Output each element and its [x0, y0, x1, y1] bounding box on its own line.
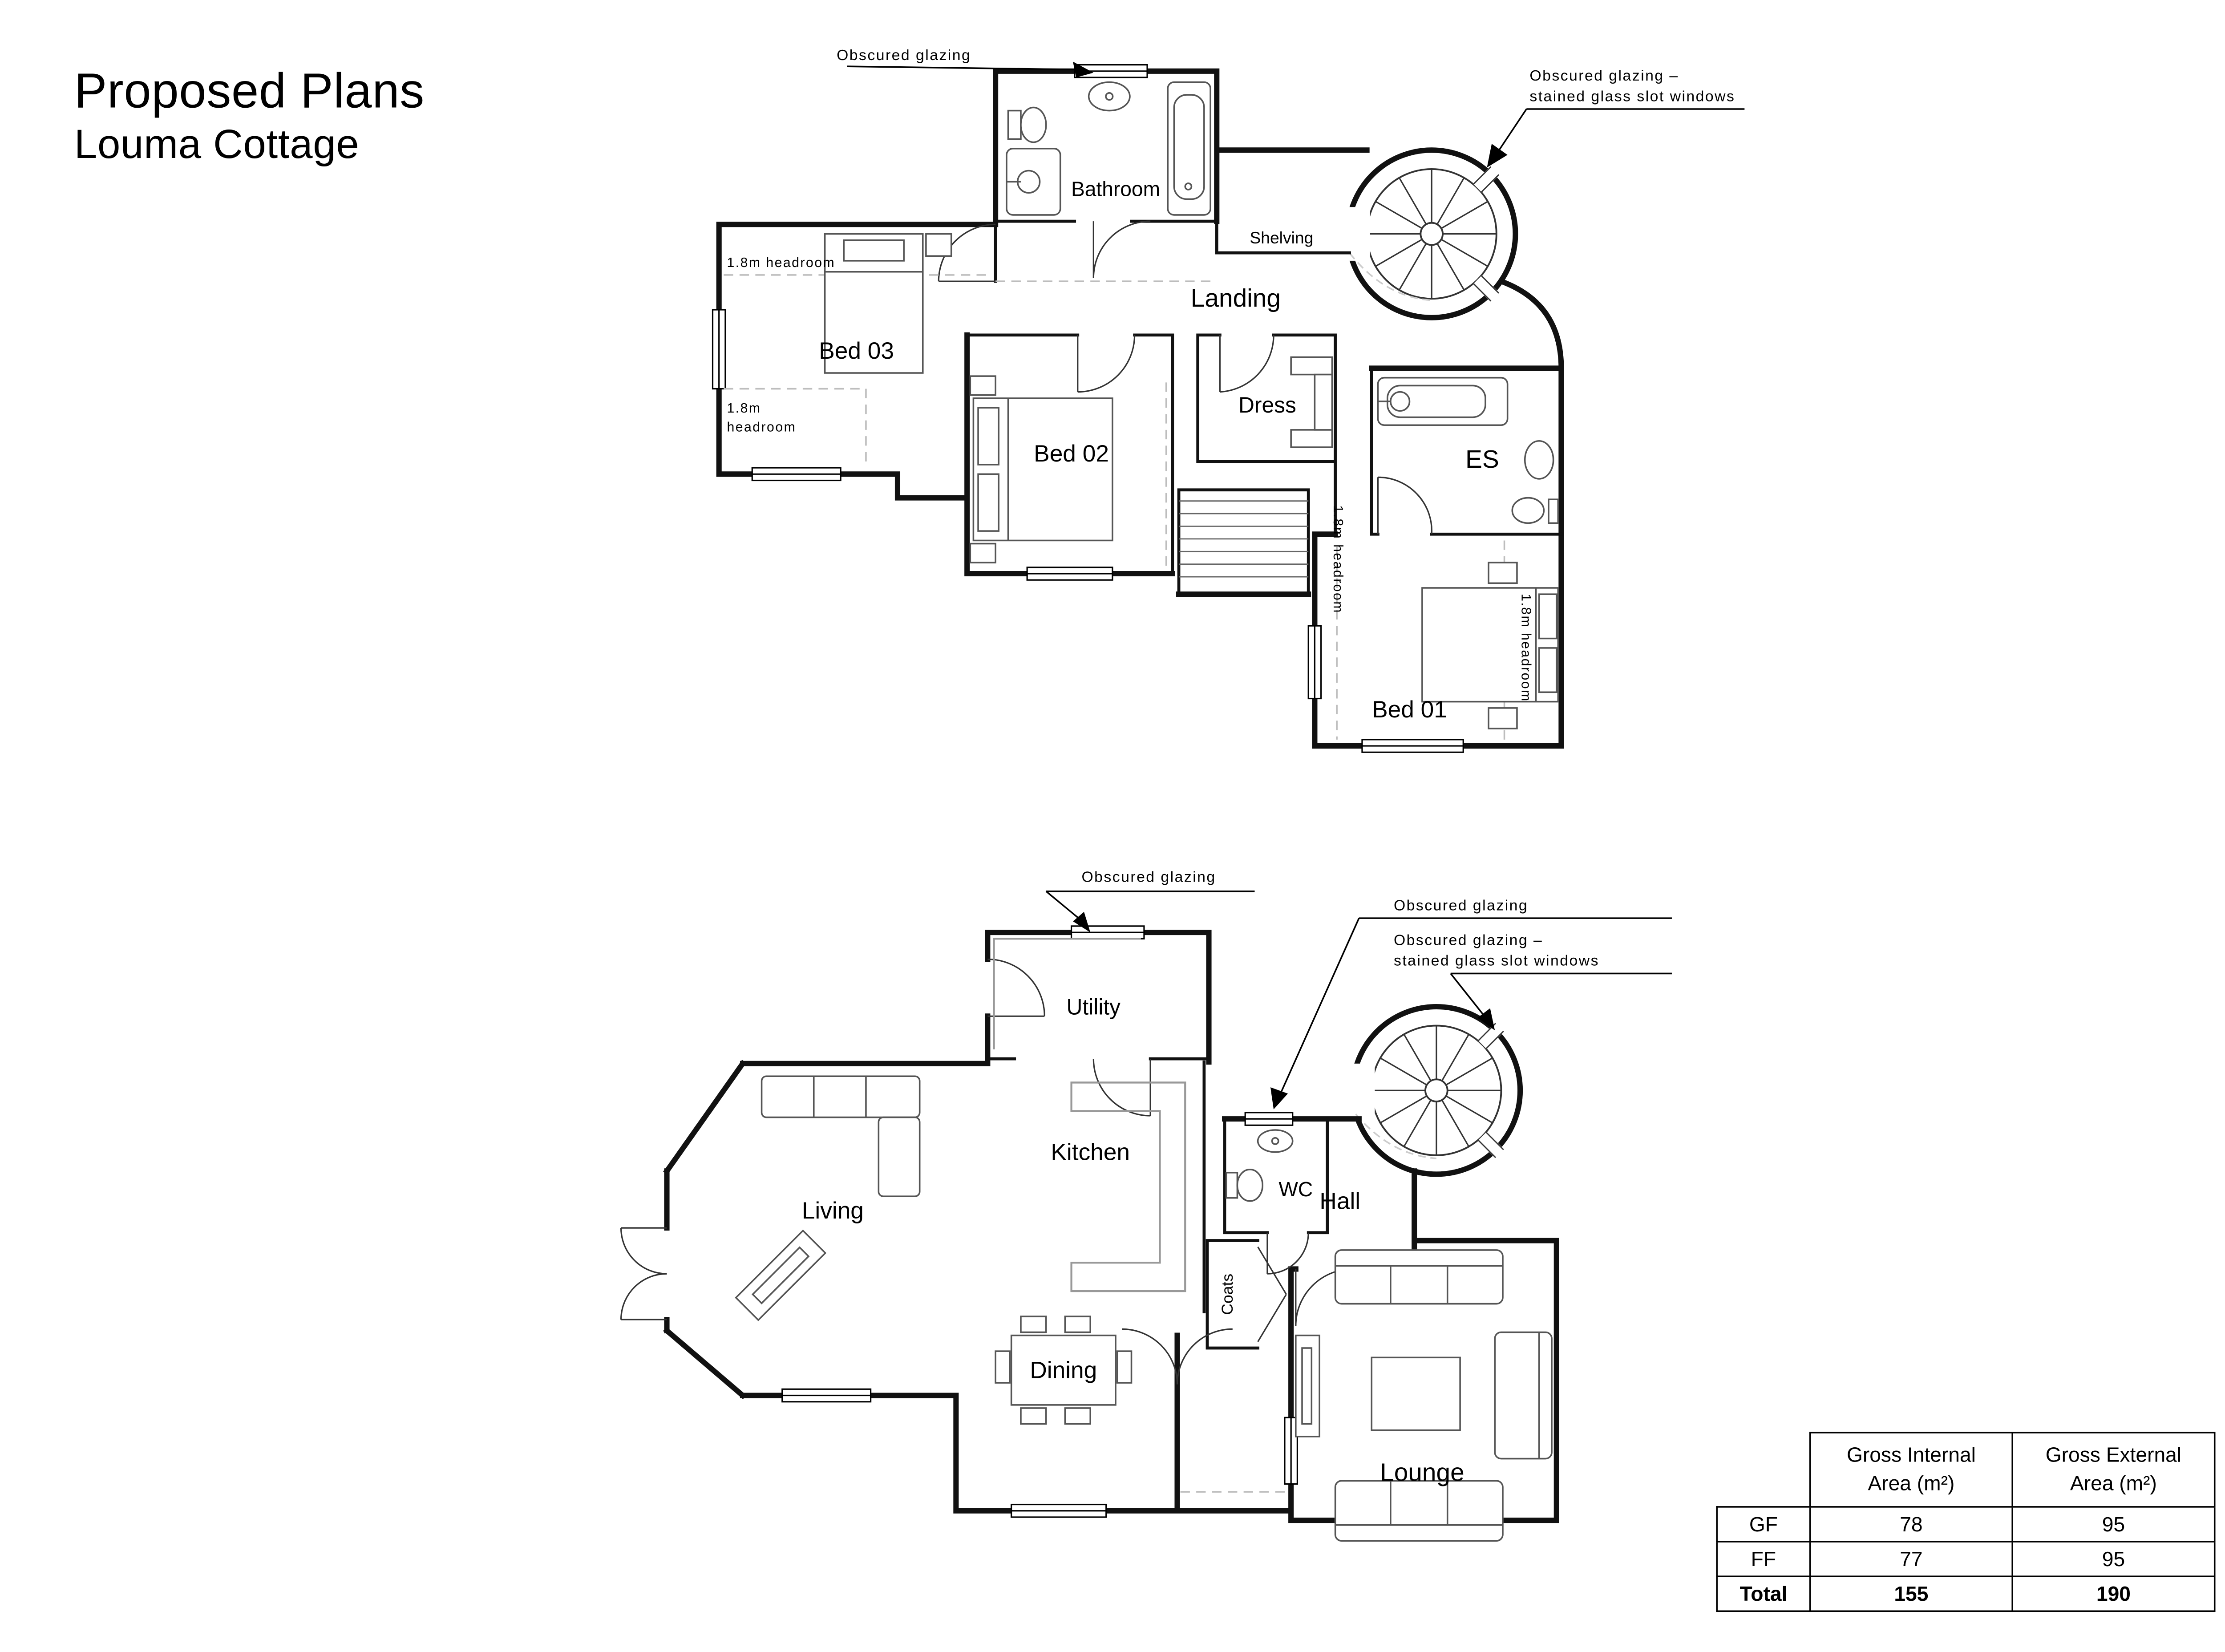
table-corner-cell: [1717, 1433, 1810, 1507]
ff-room-bed03: Bed 03: [819, 338, 894, 364]
gf-windows: [781, 925, 1471, 1527]
gf-room-living: Living: [802, 1198, 864, 1224]
ff-headroom-left-2: headroom: [727, 420, 796, 434]
gf-internal-area: 78: [1809, 1506, 2013, 1543]
col-header-internal-line1: Gross Internal: [1846, 1443, 1976, 1467]
ff-label-obscured-glazing: Obscured glazing: [837, 47, 971, 64]
table-row-total: Total 155 190: [1716, 1575, 2216, 1612]
ff-internal-area: 77: [1809, 1541, 2013, 1577]
ff-headroom-right: 1.8m headroom: [1519, 594, 1533, 702]
page-title: Proposed Plans: [74, 63, 425, 119]
gf-label-obscured-right: Obscured glazing: [1394, 897, 1528, 914]
total-external-area: 190: [2011, 1575, 2216, 1612]
col-header-external: Gross External Area (m²): [2011, 1432, 2216, 1508]
ff-room-shelving: Shelving: [1250, 228, 1313, 247]
gf-stair-tower: [1346, 1007, 1520, 1174]
col-header-external-line2: Area (m²): [2070, 1471, 2157, 1495]
gf-furniture: [735, 938, 1553, 1542]
gf-room-coats: Coats: [1218, 1274, 1236, 1315]
col-header-internal: Gross Internal Area (m²): [1809, 1432, 2013, 1508]
table-row-ff: FF 77 95: [1716, 1541, 2216, 1577]
gf-room-lounge: Lounge: [1380, 1458, 1464, 1486]
gf-leaders: [1045, 890, 1672, 1109]
ff-leaders: [847, 61, 1745, 168]
title-block: Proposed Plans Louma Cottage: [74, 63, 425, 169]
ground-floor-plan: Obscured glazing Obscured glazing Obscur…: [620, 868, 1672, 1542]
gf-room-wc: WC: [1278, 1178, 1313, 1201]
ff-stair-treads: [1179, 500, 1309, 578]
ff-room-dress: Dress: [1238, 393, 1296, 417]
ff-headroom-left-1: 1.8m: [727, 401, 761, 416]
row-label-gf: GF: [1716, 1506, 1811, 1543]
gf-room-dining: Dining: [1030, 1357, 1097, 1383]
ff-headroom-top: 1.8m headroom: [727, 255, 835, 270]
gf-room-hall: Hall: [1319, 1188, 1360, 1215]
ff-room-bed02: Bed 02: [1034, 441, 1109, 467]
gf-label-stained-1: Obscured glazing –: [1394, 931, 1543, 948]
gf-room-utility: Utility: [1067, 995, 1121, 1020]
ff-doors: [938, 220, 1432, 534]
col-header-external-line1: Gross External: [2045, 1443, 2182, 1467]
ff-label-stained-1: Obscured glazing –: [1529, 67, 1679, 84]
page-subtitle: Louma Cottage: [74, 119, 360, 167]
ff-furniture: [824, 81, 1559, 729]
gf-external-area: 95: [2011, 1506, 2216, 1543]
gf-tower-door-swing: [1355, 1113, 1436, 1159]
ff-external-area: 95: [2011, 1541, 2216, 1577]
gf-label-obscured-top: Obscured glazing: [1081, 868, 1216, 885]
ff-label-stained-2: stained glass slot windows: [1529, 88, 1735, 105]
gf-label-stained-2: stained glass slot windows: [1394, 952, 1599, 969]
table-header-row: Gross Internal Area (m²) Gross External …: [1717, 1432, 2216, 1508]
ff-room-landing: Landing: [1191, 284, 1281, 312]
ff-tower-door-swing: [1349, 252, 1432, 301]
gf-room-kitchen: Kitchen: [1051, 1139, 1130, 1165]
ff-room-bed01: Bed 01: [1372, 696, 1447, 723]
ff-room-bathroom: Bathroom: [1071, 177, 1160, 200]
row-label-ff: FF: [1716, 1541, 1811, 1577]
ff-room-es: ES: [1465, 445, 1499, 474]
first-floor-plan: Obscured glazing Obscured glazing – stai…: [712, 47, 1745, 753]
area-table: Gross Internal Area (m²) Gross External …: [1716, 1432, 2216, 1612]
ff-headroom-mid: 1.8m headroom: [1331, 505, 1345, 614]
gf-internal-walls: [986, 1057, 1329, 1350]
col-header-internal-line2: Area (m²): [1868, 1471, 1955, 1495]
ff-internal-walls: [965, 219, 1563, 596]
total-internal-area: 155: [1809, 1575, 2013, 1612]
row-label-total: Total: [1716, 1575, 1811, 1612]
table-row-gf: GF 78 95: [1716, 1506, 2216, 1543]
ff-stair-tower: [1342, 150, 1516, 317]
